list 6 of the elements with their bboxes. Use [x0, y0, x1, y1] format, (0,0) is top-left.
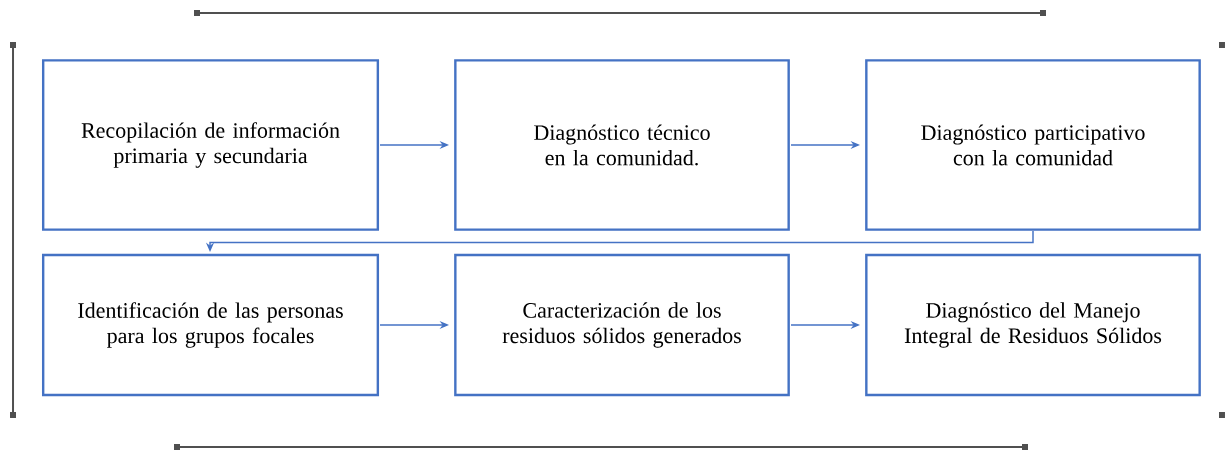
process-box: Caracterización de los residuos sólidos generados	[454, 253, 790, 397]
process-box: Diagnóstico participativo con la comunidad	[865, 59, 1201, 231]
process-box: Identificación de las personas para los grupos focales	[42, 253, 380, 397]
process-box: Diagnóstico del Manejo Integral de Residuos Sólidos	[865, 253, 1201, 397]
process-box: Recopilación de información primaria y secundaria	[42, 59, 380, 231]
process-box: Diagnóstico técnico en la comunidad.	[454, 59, 790, 231]
